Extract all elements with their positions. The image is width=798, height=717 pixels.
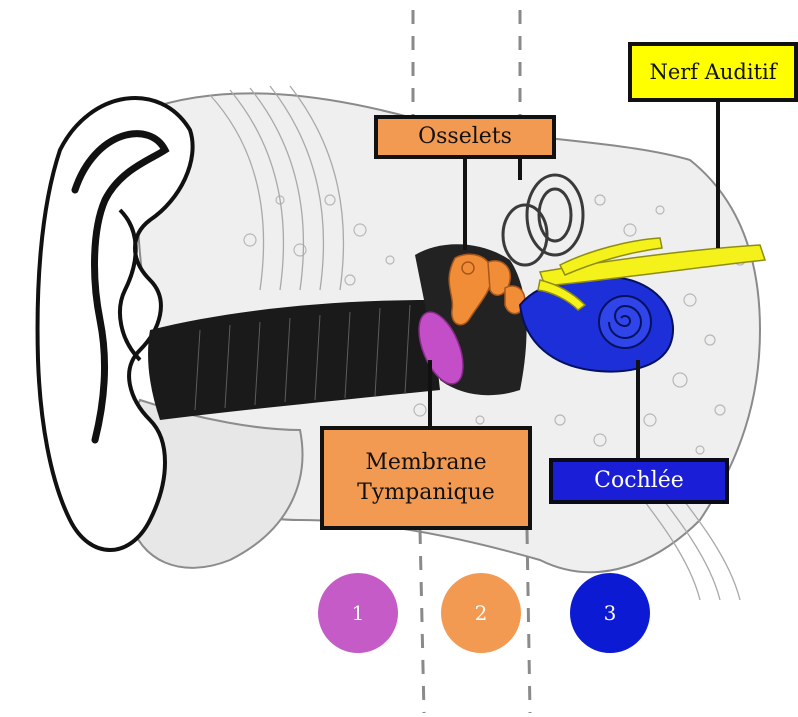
zone-1-circle: 1	[318, 573, 398, 653]
zone-3-number: 3	[604, 601, 617, 625]
tympanic-membrane-label-line1: Membrane	[357, 448, 495, 478]
cochlea-label: Cochlée	[549, 458, 729, 504]
zone-3-circle: 3	[570, 573, 650, 653]
auditory-nerve-label-text: Nerf Auditif	[649, 58, 776, 86]
zone-2-circle: 2	[441, 573, 521, 653]
tympanic-membrane-label: Membrane Tympanique	[320, 426, 532, 530]
auditory-nerve-label: Nerf Auditif	[628, 42, 798, 102]
ossicles-label: Osselets	[374, 115, 556, 159]
zone-1-number: 1	[352, 601, 365, 625]
cochlea-label-text: Cochlée	[594, 466, 684, 496]
tympanic-membrane-label-line2: Tympanique	[357, 478, 495, 508]
zone-2-number: 2	[475, 601, 488, 625]
ossicles-label-text: Osselets	[418, 122, 512, 152]
